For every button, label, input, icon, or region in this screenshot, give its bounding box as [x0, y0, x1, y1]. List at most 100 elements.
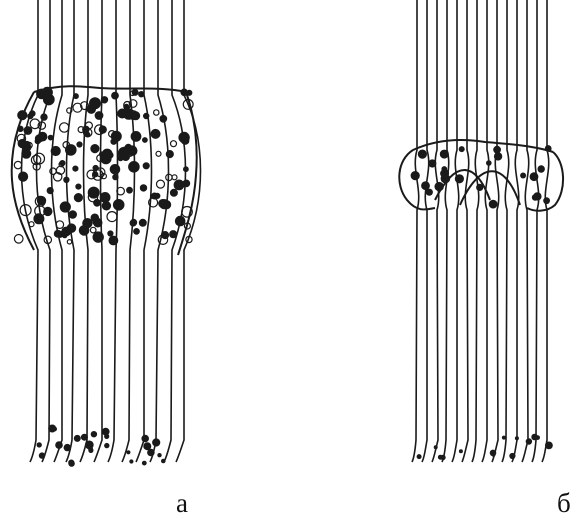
fiber-line	[482, 0, 489, 462]
terminal-dot	[104, 434, 109, 439]
terminal-dot	[104, 443, 109, 448]
granule-dot	[545, 145, 552, 152]
granule-dot	[91, 145, 99, 153]
granule-dot	[38, 132, 47, 141]
granule-dot	[435, 182, 444, 191]
fiber-line	[422, 0, 429, 462]
granule-dot	[440, 150, 449, 159]
granule-dot	[154, 110, 159, 115]
granule-dot	[170, 231, 177, 238]
granule-dot	[140, 185, 146, 191]
granule-dot	[114, 200, 124, 210]
fiber-line	[502, 0, 509, 462]
fiber-line	[432, 0, 439, 462]
terminal-dot	[440, 455, 445, 460]
granule-dot	[90, 227, 96, 233]
terminal-dot	[68, 460, 74, 466]
granule-dot	[157, 180, 165, 188]
granule-dot	[74, 94, 79, 99]
granule-dot	[151, 130, 160, 139]
terminal-dot	[74, 435, 81, 442]
granule-dot	[183, 180, 190, 187]
granule-dot	[112, 92, 119, 99]
granule-dot	[486, 160, 492, 166]
granule-dot	[124, 109, 134, 119]
granule-dot	[459, 146, 465, 152]
terminal-dot	[64, 444, 71, 451]
terminal-dot	[157, 453, 161, 457]
granule-dot	[143, 163, 149, 169]
fiber-line	[512, 0, 519, 462]
terminal-dot	[161, 459, 166, 464]
granule-dot	[441, 174, 451, 184]
panel-a-label: а	[176, 490, 188, 517]
granule-dot	[143, 138, 148, 143]
fiber-line	[472, 0, 479, 462]
granule-dot	[76, 184, 81, 189]
terminal-dot	[126, 450, 130, 454]
granule-dot	[162, 232, 169, 239]
granule-dot	[56, 221, 64, 229]
granule-dot	[102, 149, 112, 159]
granule-dot	[14, 161, 21, 168]
granule-dot	[411, 171, 420, 180]
fiber-line	[532, 0, 539, 462]
panel-b-label: б	[557, 490, 570, 517]
granule-dot	[59, 123, 68, 132]
granule-dot	[418, 150, 427, 159]
terminal-dot	[85, 441, 94, 450]
granule-dot	[24, 127, 32, 135]
granule-dot	[28, 114, 33, 119]
granule-dot	[107, 212, 117, 222]
granule-dot	[176, 216, 185, 225]
granule-dot	[139, 219, 146, 226]
granule-dot	[64, 177, 69, 182]
granule-dot	[109, 236, 118, 245]
granule-dot	[134, 229, 140, 235]
granule-dot	[60, 202, 70, 212]
fiber-line	[452, 0, 459, 462]
granule-dot	[160, 200, 169, 209]
terminal-dot	[141, 435, 149, 443]
granule-dot	[51, 147, 60, 156]
granule-dot	[48, 135, 53, 140]
granule-dot	[83, 219, 92, 228]
granule-dot	[67, 240, 71, 244]
fiber-line	[462, 0, 469, 462]
terminal-dot	[37, 442, 42, 447]
granule-dot	[543, 197, 550, 204]
granule-dot	[44, 207, 52, 215]
terminal-dot	[515, 436, 519, 440]
granule-dot	[37, 89, 46, 98]
granule-dot	[139, 92, 144, 97]
granule-dot	[62, 227, 71, 236]
fiber-line	[442, 0, 449, 462]
terminal-dot	[459, 449, 463, 453]
granule-dot	[69, 211, 76, 218]
granule-dot	[144, 113, 149, 118]
granule-dot	[54, 230, 61, 237]
granule-dot	[111, 131, 121, 141]
terminal-dot	[531, 434, 538, 441]
granule-dot	[47, 188, 53, 194]
granule-dot	[520, 173, 526, 179]
granule-dot	[113, 175, 118, 180]
granule-dot	[476, 184, 483, 191]
granule-dot	[494, 152, 502, 160]
granule-dot	[110, 165, 119, 174]
granule-dot	[18, 140, 26, 148]
panel-a-drawing	[0, 0, 285, 520]
granule-dot	[73, 166, 78, 171]
fiber-line	[412, 0, 419, 462]
granule-dot	[131, 132, 141, 142]
granule-dot	[166, 151, 173, 158]
fiber-line	[492, 0, 499, 462]
terminal-dot	[545, 442, 553, 450]
granule-dot	[87, 105, 95, 113]
terminal-dot	[491, 453, 495, 457]
granule-dot	[155, 193, 160, 198]
terminal-dot	[509, 453, 515, 459]
granule-dot	[187, 90, 192, 95]
granule-dot	[74, 194, 82, 202]
granule-dot	[66, 145, 76, 155]
